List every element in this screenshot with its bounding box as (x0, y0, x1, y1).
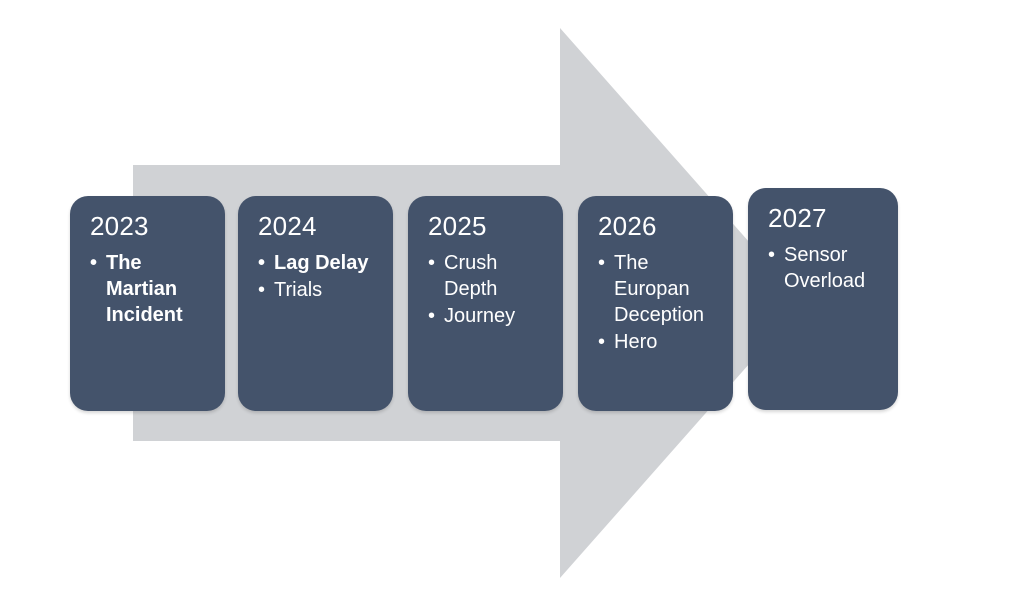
list-item: Journey (428, 303, 549, 329)
year-label-2027: 2027 (768, 203, 827, 233)
list-item: The Europan Deception (598, 250, 719, 328)
milestone-card-2027[interactable]: 2027 Sensor Overload (748, 188, 898, 410)
list-item: Sensor Overload (768, 242, 884, 294)
year-label-2024: 2024 (258, 211, 317, 241)
milestone-items-2026: The Europan Deception Hero (598, 250, 719, 355)
list-item: Hero (598, 329, 719, 355)
year-label-2025: 2025 (428, 211, 487, 241)
milestone-card-2023[interactable]: 2023 The Martian Incident (70, 196, 225, 411)
milestone-items-2024: Lag Delay Trials (258, 250, 379, 303)
milestone-items-2023: The Martian Incident (90, 250, 211, 328)
list-item: Trials (258, 277, 379, 303)
year-label-2023: 2023 (90, 211, 149, 241)
milestone-items-2025: Crush Depth Journey (428, 250, 549, 329)
list-item: Crush Depth (428, 250, 549, 302)
year-label-2026: 2026 (598, 211, 657, 241)
list-item: Lag Delay (258, 250, 379, 276)
milestone-card-2025[interactable]: 2025 Crush Depth Journey (408, 196, 563, 411)
milestone-card-2026[interactable]: 2026 The Europan Deception Hero (578, 196, 733, 411)
milestone-items-2027: Sensor Overload (768, 242, 884, 294)
list-item: The Martian Incident (90, 250, 211, 328)
milestone-card-2024[interactable]: 2024 Lag Delay Trials (238, 196, 393, 411)
